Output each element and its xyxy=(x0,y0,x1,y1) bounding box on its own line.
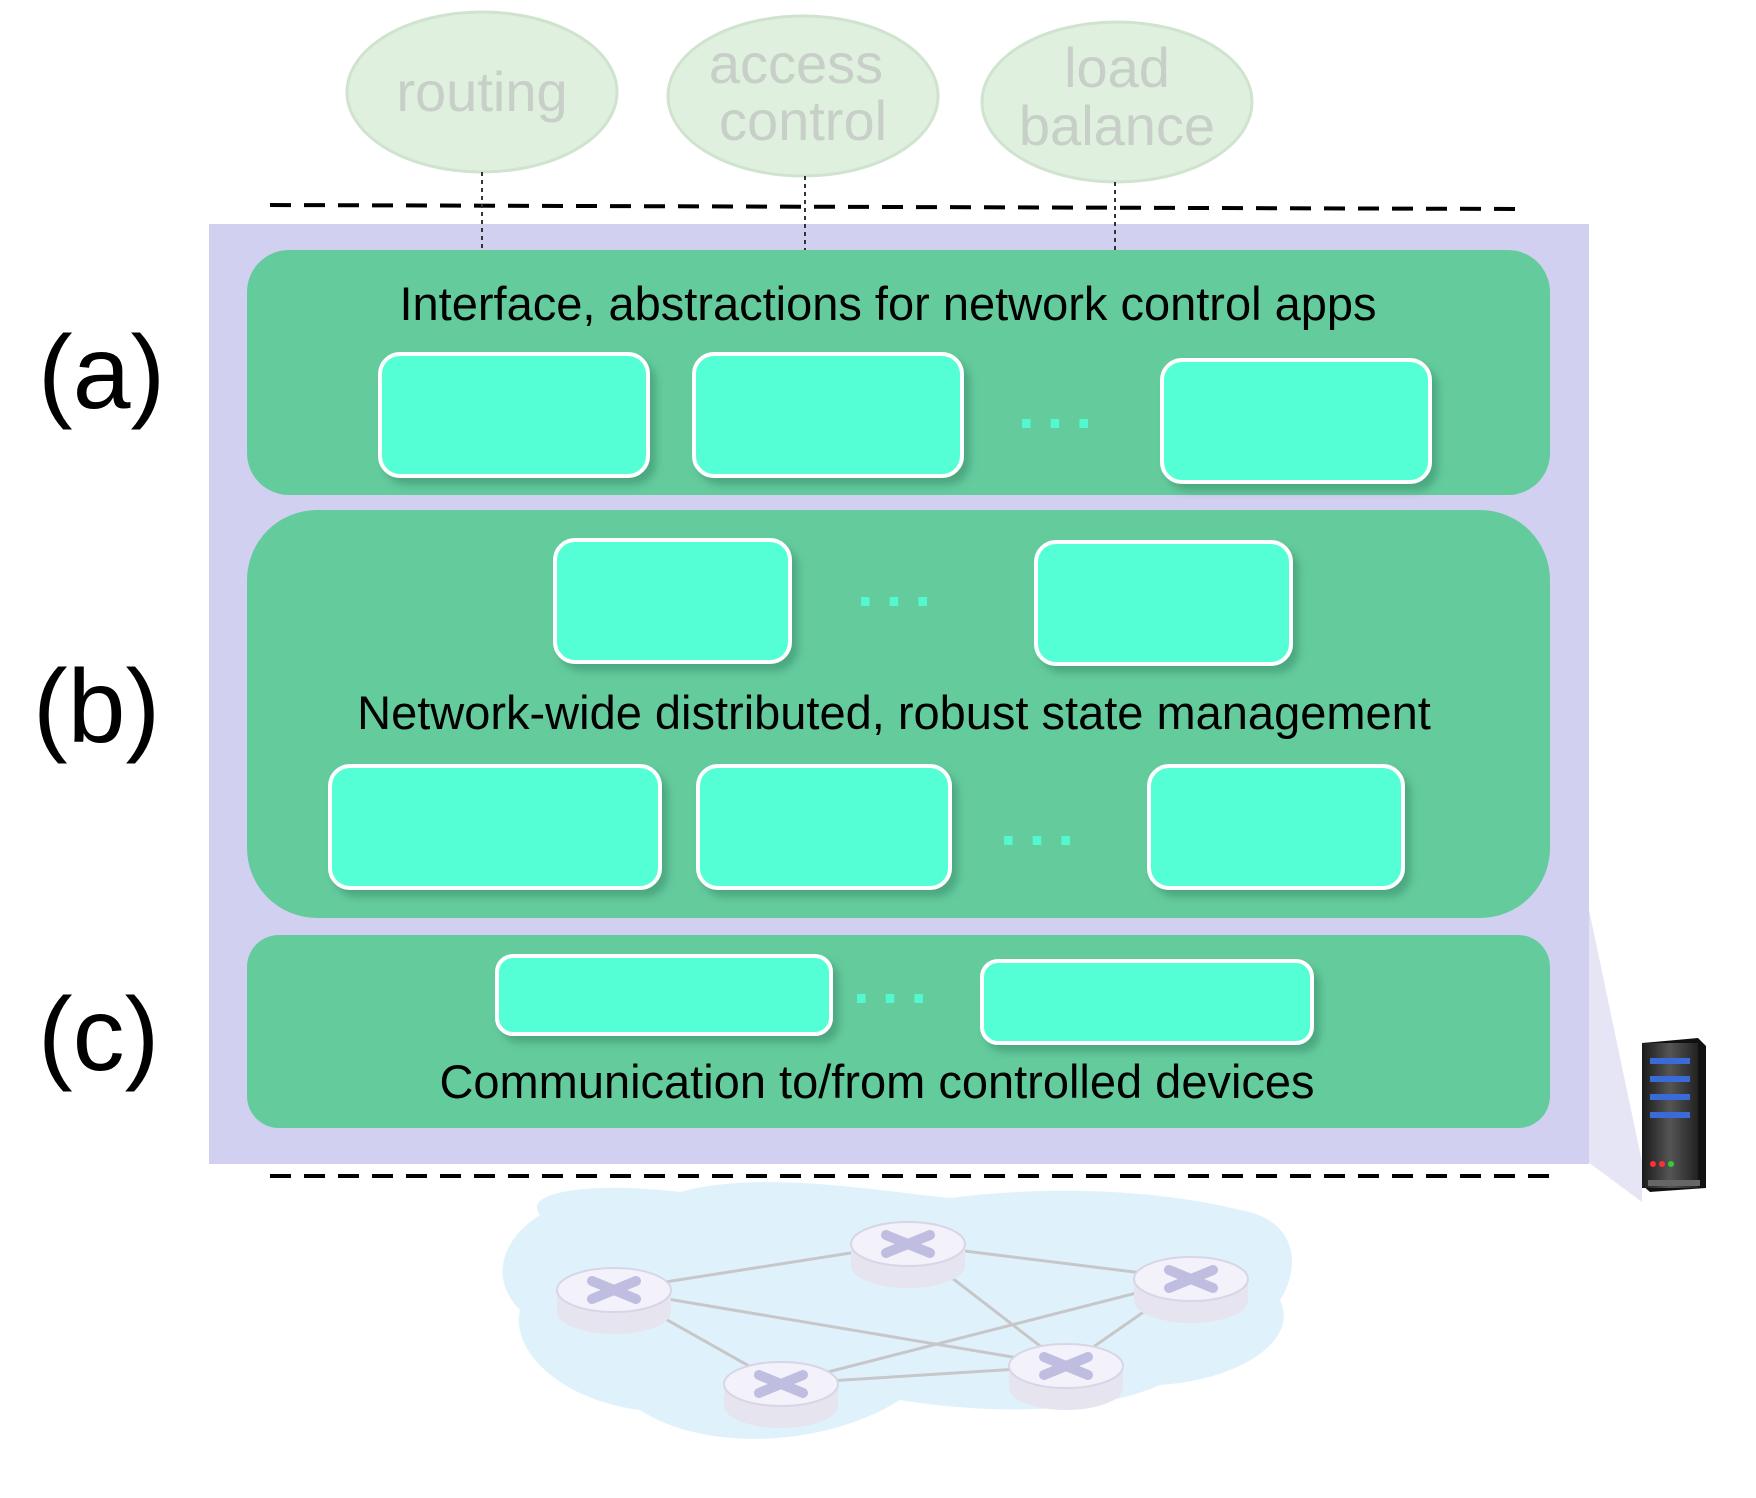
app-bubble-load-balance: load balance xyxy=(980,20,1254,184)
module-box xyxy=(495,954,833,1036)
app-bubble-routing: routing xyxy=(345,10,619,174)
app-label-balance: balance xyxy=(1019,94,1215,157)
layer-c-title: Communication to/from controlled devices xyxy=(439,1055,1314,1108)
router-icon xyxy=(723,1361,839,1428)
top-dashed-divider xyxy=(269,203,1521,211)
app-bubble-access-control: access control xyxy=(666,14,940,178)
app-label-access: access xyxy=(709,32,883,95)
app-label-control: control xyxy=(719,89,887,152)
ellipsis: ... xyxy=(853,949,939,1016)
module-box xyxy=(553,538,792,664)
server-icon xyxy=(1642,1038,1706,1192)
module-box xyxy=(1034,540,1293,666)
side-label-a: (a) xyxy=(38,315,165,431)
layer-a: Interface, abstractions for network cont… xyxy=(247,250,1550,495)
layer-b: ... Network-wide distributed, robust sta… xyxy=(247,510,1550,918)
ellipsis: ... xyxy=(1000,791,1086,858)
ellipsis: ... xyxy=(857,552,943,619)
module-box xyxy=(1147,764,1405,890)
router-icon xyxy=(1008,1343,1124,1410)
module-box xyxy=(1160,358,1432,484)
module-box xyxy=(328,764,662,890)
router-icon xyxy=(556,1267,672,1334)
app-label-load: load xyxy=(1064,36,1170,99)
side-label-b: (b) xyxy=(33,649,160,765)
module-box xyxy=(696,764,952,890)
ellipsis: ... xyxy=(1018,374,1104,441)
server-projection-wedge xyxy=(1588,905,1642,1202)
layer-a-title: Interface, abstractions for network cont… xyxy=(399,277,1376,330)
module-box xyxy=(692,352,964,478)
module-box xyxy=(378,352,650,478)
router-icon xyxy=(850,1221,966,1288)
layer-c: ... Communication to/from controlled dev… xyxy=(247,935,1550,1128)
app-label-routing: routing xyxy=(396,60,567,123)
layer-b-title: Network-wide distributed, robust state m… xyxy=(357,686,1431,739)
router-icon xyxy=(1133,1256,1249,1323)
side-label-c: (c) xyxy=(38,977,159,1093)
module-box xyxy=(980,959,1314,1045)
